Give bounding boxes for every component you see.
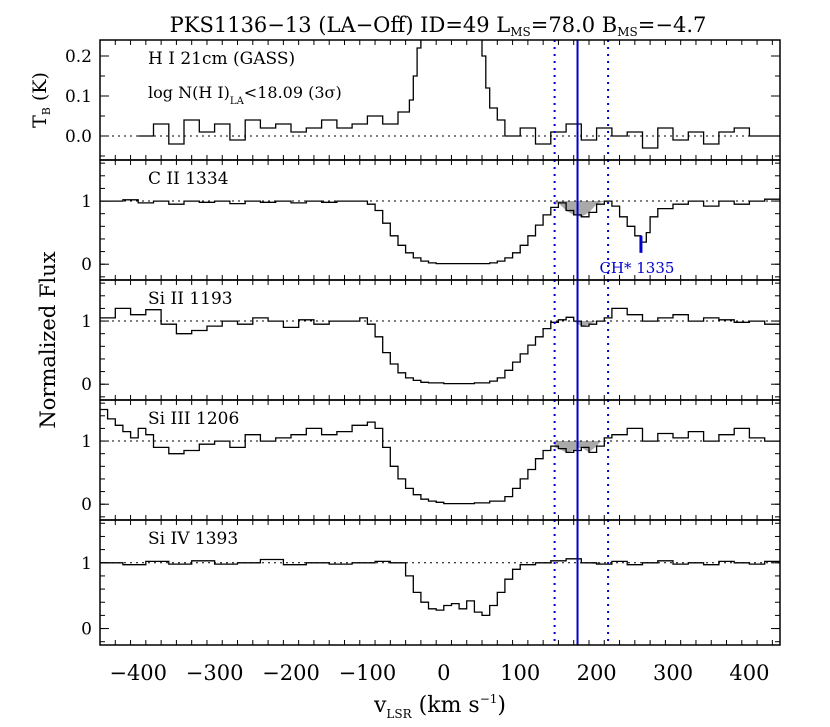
panels-group: 0.0 0.1 0.2 H I 21cm (GASS) log N(H I)LA<18.…: [65, 39, 781, 646]
x-axis-label: vLSR (km s−1): [373, 692, 506, 721]
y-tick-label: 0: [81, 375, 92, 395]
x-tick-label: 100: [500, 661, 540, 685]
x-tick-label: −400: [109, 661, 167, 685]
ch-marker-label: CH* 1335: [599, 259, 674, 277]
spectrum-line: [138, 40, 780, 149]
panel-label: H I 21cm (GASS): [148, 49, 295, 69]
x-tick-label: 0: [437, 661, 450, 685]
y-tick-label: 1: [81, 432, 92, 452]
x-tick-label: 200: [577, 661, 617, 685]
y-tick-label: 0: [81, 620, 92, 640]
y-tick-label: 1: [81, 312, 92, 332]
panel-4: 0 1 Si III 1206: [81, 399, 781, 521]
y-tick-label: 0: [81, 255, 92, 275]
spectrum-line: [100, 408, 780, 505]
spectrum-line: [100, 194, 780, 265]
y-tick-label: 0.0: [65, 127, 92, 147]
y-tick-label: 0: [81, 495, 92, 515]
spectrum-line: [100, 307, 780, 385]
x-tick-label: 300: [653, 661, 693, 685]
y-tick-label: 1: [81, 192, 92, 212]
y-tick-label: 1: [81, 554, 92, 574]
hi-column-annotation: log N(H I)LA<18.09 (3σ): [148, 83, 342, 107]
y-tick-label: 0.2: [65, 47, 92, 67]
panel-label: Si II 1193: [148, 289, 233, 309]
x-tick-label: −200: [262, 661, 320, 685]
x-tick-label: −300: [186, 661, 244, 685]
x-tick-label: −100: [339, 661, 397, 685]
spectrum-line: [100, 558, 780, 617]
y-tick-label: 0.1: [65, 87, 92, 107]
absorption-fill: [554, 201, 609, 217]
x-tick-labels: −400 −300 −200 −100 0 100 200 300 400: [109, 661, 769, 685]
absorption-fill: [554, 441, 609, 453]
x-tick-label: 400: [729, 661, 769, 685]
panel-label: Si III 1206: [148, 409, 239, 429]
hi-panel-ylabel: TB (K): [29, 72, 53, 128]
panel-label: C II 1334: [148, 169, 229, 189]
panel-3: 0 1 Si II 1193: [81, 279, 781, 401]
panel-frame: [99, 519, 781, 646]
panel-5: 0 1 Si IV 1393: [81, 519, 781, 646]
figure-title: PKS1136−13 (LA−Off) ID=49 LMS=78.0 BMS=−…: [170, 13, 707, 39]
panel-label: Si IV 1393: [148, 529, 238, 549]
panel-1: 0.0 0.1 0.2 H I 21cm (GASS) log N(H I)LA<18.…: [65, 39, 781, 161]
shared-ylabel: Normalized Flux: [36, 251, 60, 428]
